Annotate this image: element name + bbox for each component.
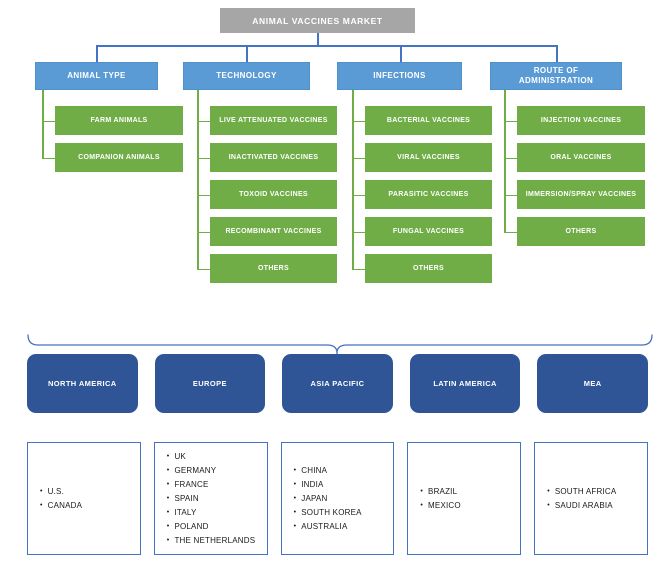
segment-column-animal-type: FARM ANIMALS COMPANION ANIMALS: [55, 106, 183, 172]
country-item: AUSTRALIA: [294, 520, 390, 534]
segment-box: BACTERIAL VACCINES: [365, 106, 492, 135]
segment-box: LIVE ATTENUATED VACCINES: [210, 106, 337, 135]
country-item: BRAZIL: [420, 485, 516, 499]
country-item: CHINA: [294, 464, 390, 478]
country-box-europe: UKGERMANYFRANCESPAINITALYPOLANDTHE NETHE…: [153, 442, 268, 555]
country-row: U.S.CANADA UKGERMANYFRANCESPAINITALYPOLA…: [27, 442, 648, 555]
country-list: UKGERMANYFRANCESPAINITALYPOLANDTHE NETHE…: [167, 450, 263, 548]
segment-box: TOXOID VACCINES: [210, 180, 337, 209]
segment-box: PARASITIC VACCINES: [365, 180, 492, 209]
connector-drop-animal-type: [96, 45, 98, 62]
category-box-infections: INFECTIONS: [337, 62, 462, 90]
connector-root-stem: [317, 33, 319, 45]
segment-column-technology: LIVE ATTENUATED VACCINES INACTIVATED VACC…: [210, 106, 337, 283]
country-item: INDIA: [294, 478, 390, 492]
region-box-north-america: NORTH AMERICA: [27, 354, 138, 413]
segment-connector-tick: [197, 120, 210, 122]
segment-connector-tick: [197, 157, 210, 159]
segment-connector-stem: [352, 90, 354, 269]
country-box-latin-america: BRAZILMEXICO: [407, 442, 522, 555]
category-box-technology: TECHNOLOGY: [183, 62, 310, 90]
segment-box: FUNGAL VACCINES: [365, 217, 492, 246]
country-item: SOUTH AFRICA: [547, 485, 643, 499]
country-item: FRANCE: [167, 478, 263, 492]
connector-crossbar: [96, 45, 557, 47]
segment-box: VIRAL VACCINES: [365, 143, 492, 172]
segment-connector-tick: [352, 120, 365, 122]
connector-drop-route: [556, 45, 558, 62]
segment-connector-tick: [352, 194, 365, 196]
country-list: CHINAINDIAJAPANSOUTH KOREAAUSTRALIA: [294, 464, 390, 534]
connector-drop-technology: [246, 45, 248, 62]
segment-connector-tick: [352, 231, 365, 233]
segment-connector-stem: [197, 90, 199, 269]
country-item: GERMANY: [167, 464, 263, 478]
country-item: JAPAN: [294, 492, 390, 506]
category-box-route-of-administration: ROUTE OF ADMINISTRATION: [490, 62, 622, 90]
segment-box: RECOMBINANT VACCINES: [210, 217, 337, 246]
country-item: SAUDI ARABIA: [547, 499, 643, 513]
segment-box: COMPANION ANIMALS: [55, 143, 183, 172]
segment-connector-tick: [42, 157, 55, 159]
segment-connector-tick: [504, 157, 517, 159]
segment-connector-tick: [352, 268, 365, 270]
country-item: ITALY: [167, 506, 263, 520]
region-row: NORTH AMERICA EUROPE ASIA PACIFIC LATIN …: [27, 354, 648, 413]
country-item: POLAND: [167, 520, 263, 534]
region-box-mea: MEA: [537, 354, 648, 413]
country-list: U.S.CANADA: [40, 485, 136, 513]
country-item: UK: [167, 450, 263, 464]
country-box-asia-pacific: CHINAINDIAJAPANSOUTH KOREAAUSTRALIA: [280, 442, 395, 555]
country-item: CANADA: [40, 499, 136, 513]
country-box-north-america: U.S.CANADA: [27, 442, 141, 555]
country-item: THE NETHERLANDS: [167, 534, 263, 548]
segment-connector-tick: [197, 194, 210, 196]
segment-box: IMMERSION/SPRAY VACCINES: [517, 180, 645, 209]
segment-box: FARM ANIMALS: [55, 106, 183, 135]
segment-box: INACTIVATED VACCINES: [210, 143, 337, 172]
segment-connector-tick: [504, 231, 517, 233]
connector-drop-infections: [400, 45, 402, 62]
segment-connector-stem: [42, 90, 44, 158]
country-item: SOUTH KOREA: [294, 506, 390, 520]
category-box-animal-type: ANIMAL TYPE: [35, 62, 158, 90]
segment-connector-stem: [504, 90, 506, 232]
country-box-mea: SOUTH AFRICASAUDI ARABIA: [534, 442, 648, 555]
segment-connector-tick: [352, 157, 365, 159]
segment-column-route: INJECTION VACCINES ORAL VACCINES IMMERSION…: [517, 106, 645, 246]
country-list: SOUTH AFRICASAUDI ARABIA: [547, 485, 643, 513]
segment-connector-tick: [42, 120, 55, 122]
segment-connector-tick: [504, 194, 517, 196]
segment-connector-tick: [504, 120, 517, 122]
segment-column-infections: BACTERIAL VACCINES VIRAL VACCINES PARASITI…: [365, 106, 492, 283]
region-box-europe: EUROPE: [154, 354, 266, 413]
country-item: MEXICO: [420, 499, 516, 513]
segment-box: INJECTION VACCINES: [517, 106, 645, 135]
segment-box: OTHERS: [517, 217, 645, 246]
segment-connector-tick: [197, 231, 210, 233]
brace-icon: [27, 334, 653, 355]
country-item: SPAIN: [167, 492, 263, 506]
country-list: BRAZILMEXICO: [420, 485, 516, 513]
segment-box: OTHERS: [210, 254, 337, 283]
segment-box: OTHERS: [365, 254, 492, 283]
segment-connector-tick: [197, 268, 210, 270]
region-box-asia-pacific: ASIA PACIFIC: [282, 354, 393, 413]
country-item: U.S.: [40, 485, 136, 499]
region-box-latin-america: LATIN AMERICA: [409, 354, 521, 413]
segment-box: ORAL VACCINES: [517, 143, 645, 172]
root-node: ANIMAL VACCINES MARKET: [220, 8, 415, 33]
